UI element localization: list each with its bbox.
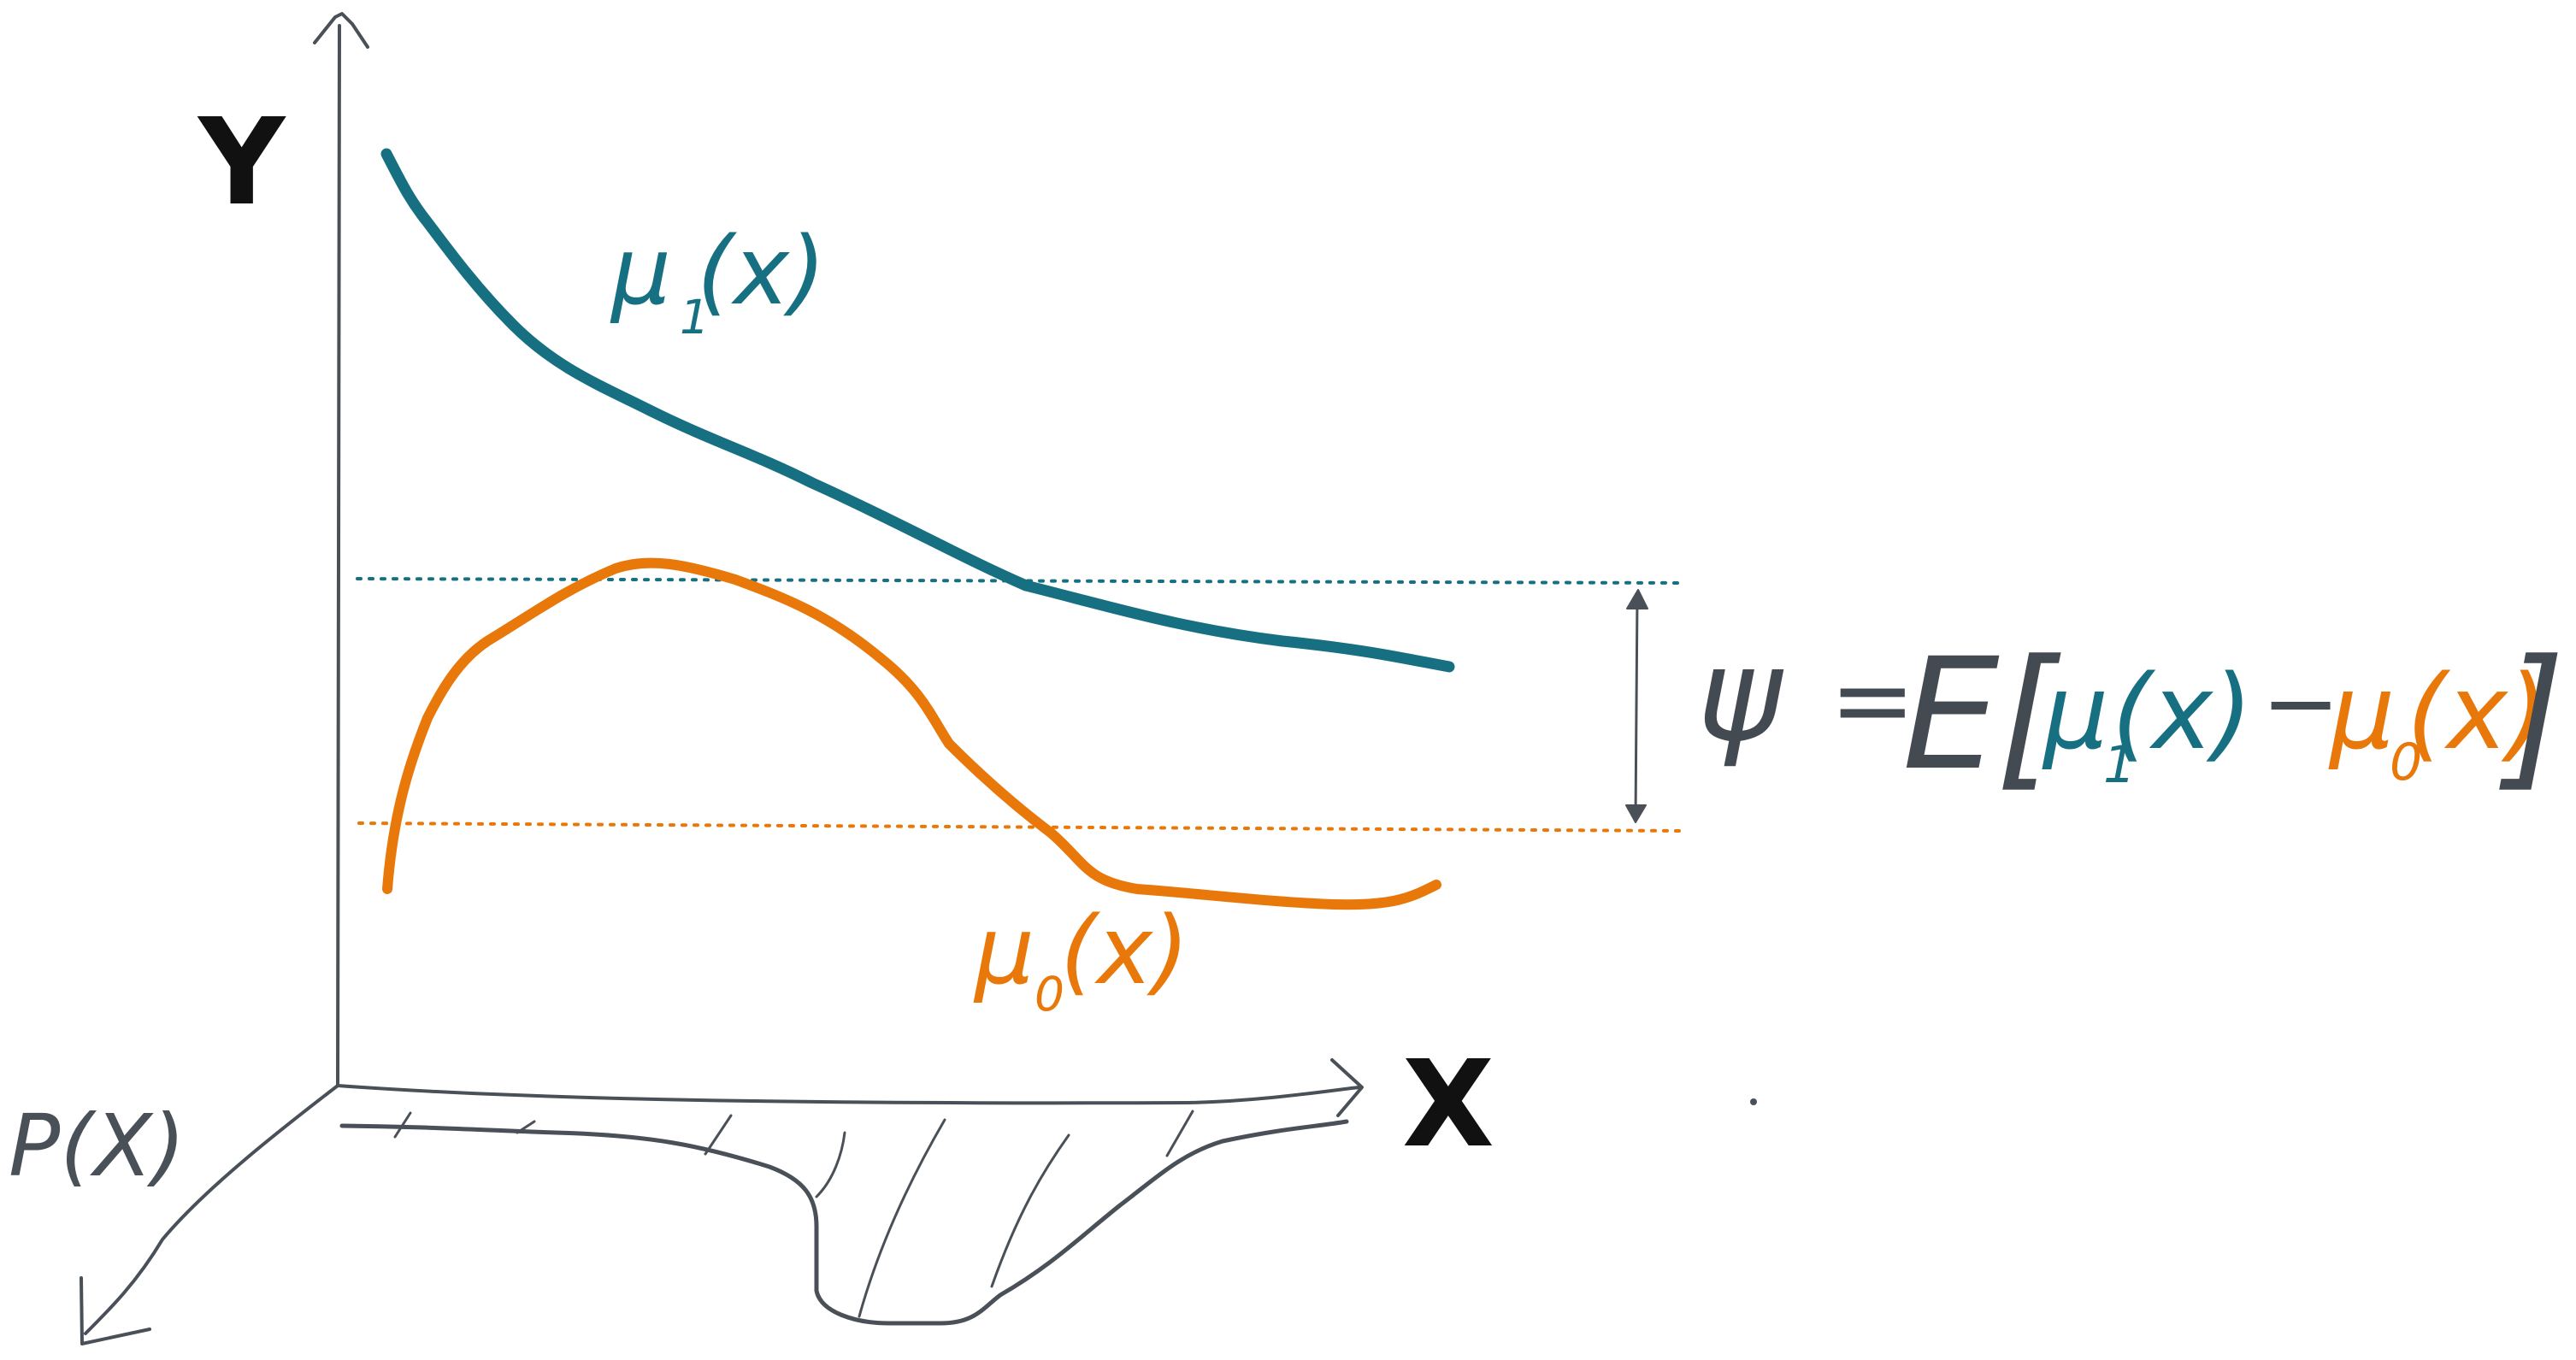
formula-mu0-base: μ xyxy=(2328,654,2395,773)
formula-mu0-sub: 0 xyxy=(2390,733,2422,792)
formula-expectation: E xyxy=(1902,626,2000,804)
density-curve xyxy=(339,1119,1349,1326)
formula-close-bracket: ] xyxy=(2499,627,2565,806)
density-hatch xyxy=(393,1111,412,1139)
mu0-label-sub: 0 xyxy=(1035,967,1064,1021)
mu0-mean-line xyxy=(357,821,1686,833)
x-axis xyxy=(336,1084,1361,1105)
formula-minus: − xyxy=(2261,648,2340,757)
formula: ψ = E [ μ 1 (x) − μ 0 (x) ] xyxy=(1697,621,2565,806)
depth-axis-arrowhead xyxy=(80,1276,151,1345)
psi-arrow-top-icon xyxy=(1626,589,1648,609)
density-hatch xyxy=(990,1133,1070,1288)
stray-dot xyxy=(1750,1098,1757,1105)
formula-mu1-arg: (x) xyxy=(2112,654,2253,773)
psi-arrow-bottom-icon xyxy=(1625,804,1647,823)
mu1-label: μ 1 (x) xyxy=(610,216,826,344)
mu1-curve xyxy=(380,148,1455,673)
mu0-label: μ 0 (x) xyxy=(973,896,1189,1021)
x-axis-arrowhead xyxy=(1330,1058,1364,1117)
mu0-label-arg: (x) xyxy=(1060,896,1189,1005)
depth-axis xyxy=(84,1084,339,1335)
mu1-label-arg: (x) xyxy=(697,216,826,326)
mu0-curve xyxy=(382,557,1441,910)
formula-open-bracket: [ xyxy=(1996,627,2061,806)
mu0-label-base: μ xyxy=(973,896,1035,1005)
formula-mu1-sub: 1 xyxy=(2103,735,2136,795)
psi-span-line xyxy=(1634,594,1639,821)
mu1-label-base: μ xyxy=(610,216,671,326)
density-hatch xyxy=(815,1131,846,1198)
formula-equals: = xyxy=(1830,641,1916,760)
y-axis xyxy=(336,24,342,1087)
formula-mu0-arg: (x) xyxy=(2407,654,2548,773)
y-axis-label: Y xyxy=(197,93,286,233)
density-hatch xyxy=(1165,1110,1194,1157)
x-axis-label: X xyxy=(1402,1035,1494,1175)
density-hatch xyxy=(516,1120,536,1134)
formula-mu1-base: μ xyxy=(2042,654,2108,773)
mu1-label-sub: 1 xyxy=(680,290,710,344)
formula-psi: ψ xyxy=(1697,621,1784,770)
depth-axis-label: P(X) xyxy=(9,1096,186,1196)
density-hatch xyxy=(704,1114,733,1156)
mu1-mean-line xyxy=(356,577,1686,585)
y-axis-arrowhead xyxy=(313,12,369,49)
density-hatch xyxy=(858,1118,946,1318)
